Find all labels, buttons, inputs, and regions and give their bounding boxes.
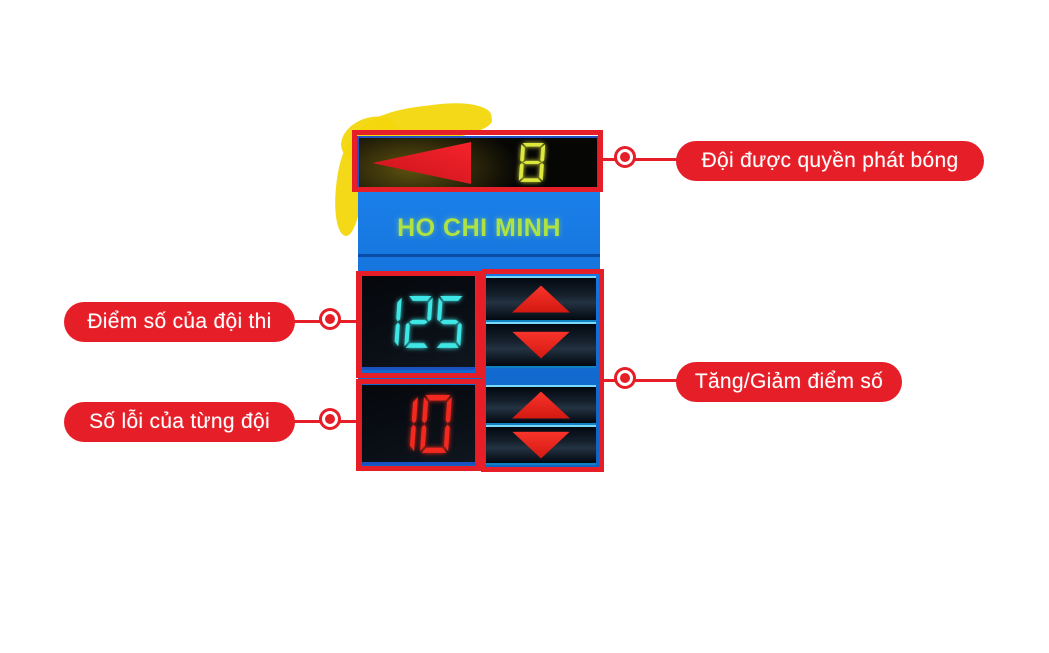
annotation-label-serve: Đội được quyền phát bóng [676, 141, 984, 181]
arrow-down-icon [512, 331, 570, 359]
connector-dot-icon [322, 411, 338, 427]
divider [358, 254, 600, 257]
team-name-header[interactable]: HO CHI MINH [358, 192, 600, 257]
fault-increase-button[interactable] [486, 385, 596, 425]
score-value [373, 295, 464, 348]
arrow-down-icon [512, 431, 570, 459]
scoreboard-body: HO CHI MINH [358, 192, 600, 470]
score-adjust-buttons [486, 276, 596, 368]
connector-line [603, 379, 679, 382]
annotation-label-score: Điểm số của đội thi [64, 302, 295, 342]
fault-decrease-button[interactable] [486, 425, 596, 465]
connector-dot-icon [617, 370, 633, 386]
annotation-label-fault: Số lỗi của từng đội [64, 402, 295, 442]
annotation-label-adjust: Tăng/Giảm điểm số [676, 362, 902, 402]
connector-dot-icon [617, 149, 633, 165]
connector-line [601, 158, 681, 161]
serve-team-letter [518, 143, 546, 182]
arrow-up-icon [512, 285, 570, 313]
score-increase-button[interactable] [486, 276, 596, 322]
connector-dot-icon [322, 311, 338, 327]
fault-display [362, 385, 475, 465]
arrow-up-icon [512, 391, 570, 419]
serve-arrow-icon [372, 142, 471, 184]
fault-value [385, 394, 452, 453]
score-display [362, 276, 475, 370]
serve-indicator[interactable] [357, 136, 599, 189]
fault-adjust-buttons [486, 385, 596, 465]
team-name: HO CHI MINH [397, 214, 561, 242]
score-decrease-button[interactable] [486, 322, 596, 368]
